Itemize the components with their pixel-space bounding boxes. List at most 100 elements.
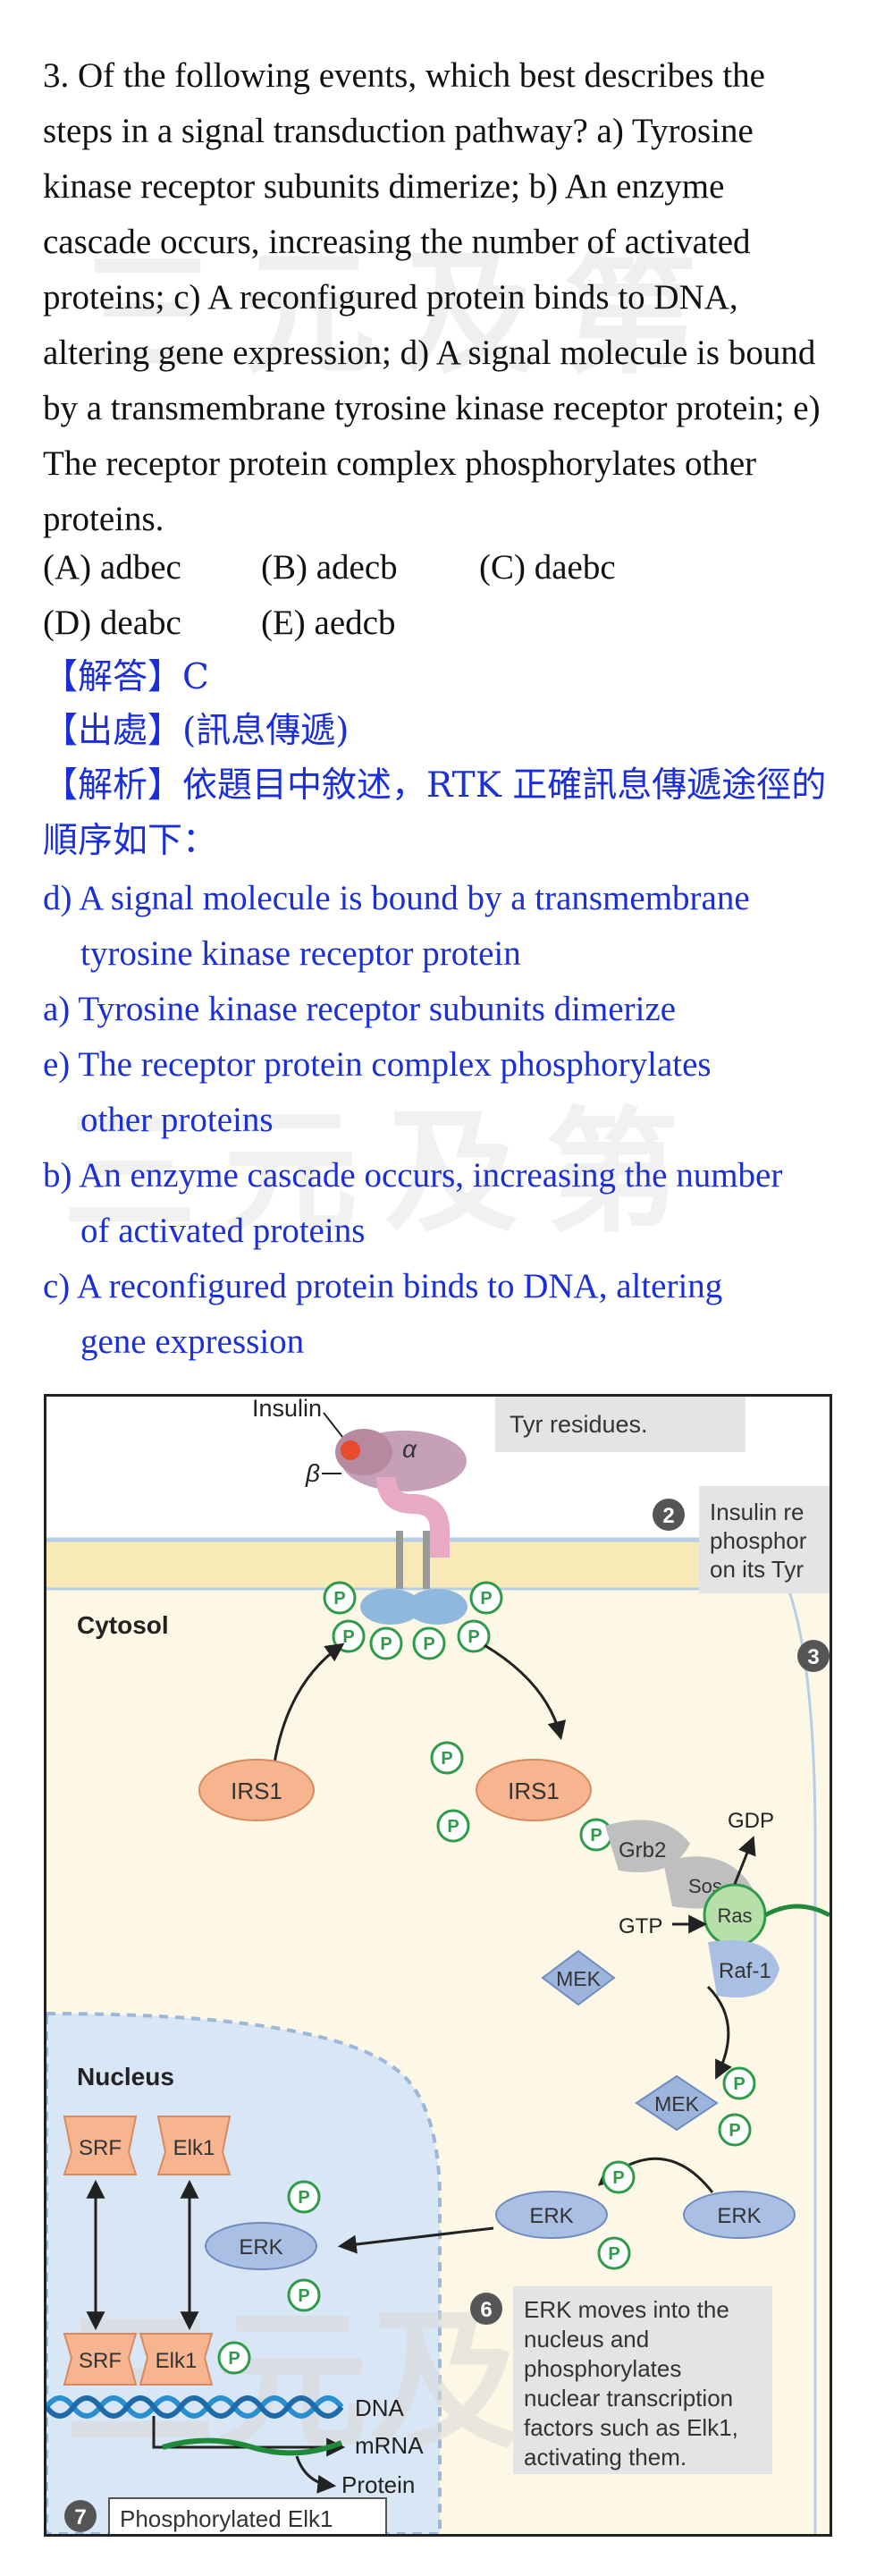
receptor-phosphates: [323, 1581, 503, 1660]
dna-label: DNA: [355, 2394, 405, 2421]
beta-label: β: [305, 1459, 320, 1487]
step-d: d) A signal molecule is bound by a trans…: [43, 871, 847, 982]
step6-line6: activating them.: [524, 2444, 686, 2470]
mek-inactive: [541, 1949, 616, 2006]
elk1-bottom: [139, 2333, 214, 2386]
step-c: c) A reconfigured protein binds to DNA, …: [43, 1259, 847, 1370]
source-line: 【出處】(訊息傳遞): [43, 711, 350, 751]
alpha-label: α: [402, 1435, 417, 1463]
step3-badge: [797, 1640, 830, 1672]
p-label: P: [441, 1749, 452, 1769]
option-a: (A) adbec: [43, 548, 181, 587]
mek-label: MEK: [556, 1967, 602, 1990]
p-label: P: [612, 2168, 624, 2188]
step-a-line1: a) Tyrosine kinase receptor subunits dim…: [43, 990, 677, 1028]
kinase-domain-right: [407, 1589, 467, 1625]
grb2-label: Grb2: [619, 1838, 666, 1862]
p-label: P: [480, 1589, 492, 1609]
p-label: P: [333, 1589, 345, 1609]
erk-label: ERK: [529, 2204, 573, 2228]
grb2-protein: [605, 1820, 690, 1872]
p-label: P: [608, 2244, 619, 2264]
p-label: P: [729, 2121, 740, 2141]
raf1-label: Raf-1: [719, 1959, 771, 1983]
p-label: P: [590, 1826, 602, 1845]
step-a: a) Tyrosine kinase receptor subunits dim…: [43, 982, 847, 1037]
question-text: 3. Of the following events, which best d…: [43, 56, 821, 538]
step3-number: 3: [807, 1645, 819, 1669]
mek-label: MEK: [654, 2092, 700, 2116]
step6-badge: [470, 2293, 502, 2325]
step2-number: 2: [662, 1504, 674, 1528]
analysis-line: 【解析】依題目中敘述，RTK 正確訊息傳遞途徑的順序如下：: [43, 765, 827, 861]
irs1-unphosphorylated: [198, 1759, 315, 1821]
ras-label: Ras: [717, 1905, 752, 1927]
insulin-molecule: [341, 1440, 360, 1460]
step-e-line2: other proteins: [80, 1101, 274, 1139]
p-label: P: [380, 1634, 392, 1654]
nucleus-label: Nucleus: [77, 2063, 174, 2090]
srf-bottom: [63, 2333, 138, 2386]
tyr-box: [495, 1397, 745, 1452]
p-label: P: [298, 2286, 309, 2306]
step-d-line2: tyrosine kinase receptor protein: [80, 934, 521, 973]
step6-line3: phosphorylates: [524, 2355, 681, 2382]
step6-line5: factors such as Elk1,: [524, 2414, 738, 2441]
srf-label: SRF: [79, 2349, 122, 2373]
option-c: (C) daebc: [479, 548, 616, 587]
option-b: (B) adecb: [261, 548, 398, 587]
p-label: P: [228, 2349, 240, 2369]
irs1-label: IRS1: [231, 1778, 282, 1804]
p-label: P: [467, 1627, 479, 1647]
mek-active: [635, 2074, 719, 2132]
step7-text: Phosphorylated Elk1: [120, 2505, 333, 2532]
erk-inactive: [683, 2191, 796, 2239]
step2-line3: on its Tyr: [710, 1556, 804, 1583]
step2-box: [699, 1486, 830, 1593]
step-e: e) The receptor protein complex phosphor…: [43, 1037, 847, 1148]
dna-strand-2: [46, 2395, 344, 2419]
kinase-domain-left: [360, 1589, 421, 1625]
options-row-1: (A) adbec (B) adecb (C) daebc: [43, 540, 830, 595]
options-row-2: (D) deabc(E) aedcb: [43, 595, 830, 651]
signal-pathway-figure: 三元及第 Tyr residues. 2 Insulin re phosphor…: [44, 1394, 832, 2537]
elk1-label: Elk1: [173, 2136, 215, 2160]
protein-label: Protein: [341, 2471, 415, 2498]
srf-top: [63, 2116, 138, 2175]
step2-line2: phosphor: [710, 1527, 807, 1554]
gtp-label: GTP: [619, 1914, 662, 1938]
step6-line2: nucleus and: [524, 2326, 649, 2352]
step6-line1: ERK moves into the: [524, 2296, 729, 2323]
watermark: 三元及第: [63, 1095, 707, 1251]
step-d-line1: d) A signal molecule is bound by a trans…: [43, 879, 750, 917]
cytosol-label: Cytosol: [77, 1611, 169, 1639]
p-label: P: [733, 2074, 745, 2094]
irs1-phosphorylated: [476, 1759, 592, 1821]
step2-badge: [653, 1499, 685, 1531]
raf1-protein: [708, 1940, 779, 1997]
option-e: (E) aedcb: [261, 604, 396, 642]
step-c-line2: gene expression: [80, 1322, 305, 1361]
step6-number: 6: [480, 2298, 492, 2322]
dna-strand-1: [46, 2395, 344, 2419]
irs1-label: IRS1: [508, 1778, 560, 1804]
erk-nuclear: [205, 2222, 317, 2270]
erk-label: ERK: [239, 2235, 282, 2259]
p-label: P: [342, 1627, 354, 1647]
elk1-top: [156, 2116, 232, 2175]
watermark: 三元及第: [80, 237, 725, 393]
step-b-line1: b) An enzyme cascade occurs, increasing …: [43, 1156, 783, 1195]
insulin-label: Insulin: [252, 1397, 322, 1422]
step6-line4: nuclear transcription: [524, 2385, 733, 2411]
step-b-line2: of activated proteins: [80, 1212, 366, 1250]
erk-label: ERK: [717, 2204, 761, 2228]
p-label: P: [298, 2188, 309, 2208]
answer-line: 【解答】C: [43, 657, 209, 697]
membrane: [46, 1540, 830, 1589]
elk1-label: Elk1: [156, 2349, 198, 2373]
step6-box: [513, 2286, 772, 2474]
step7-box: [108, 2497, 387, 2534]
step-c-line1: c) A reconfigured protein binds to DNA, …: [43, 1267, 723, 1305]
step-b: b) An enzyme cascade occurs, increasing …: [43, 1148, 847, 1259]
